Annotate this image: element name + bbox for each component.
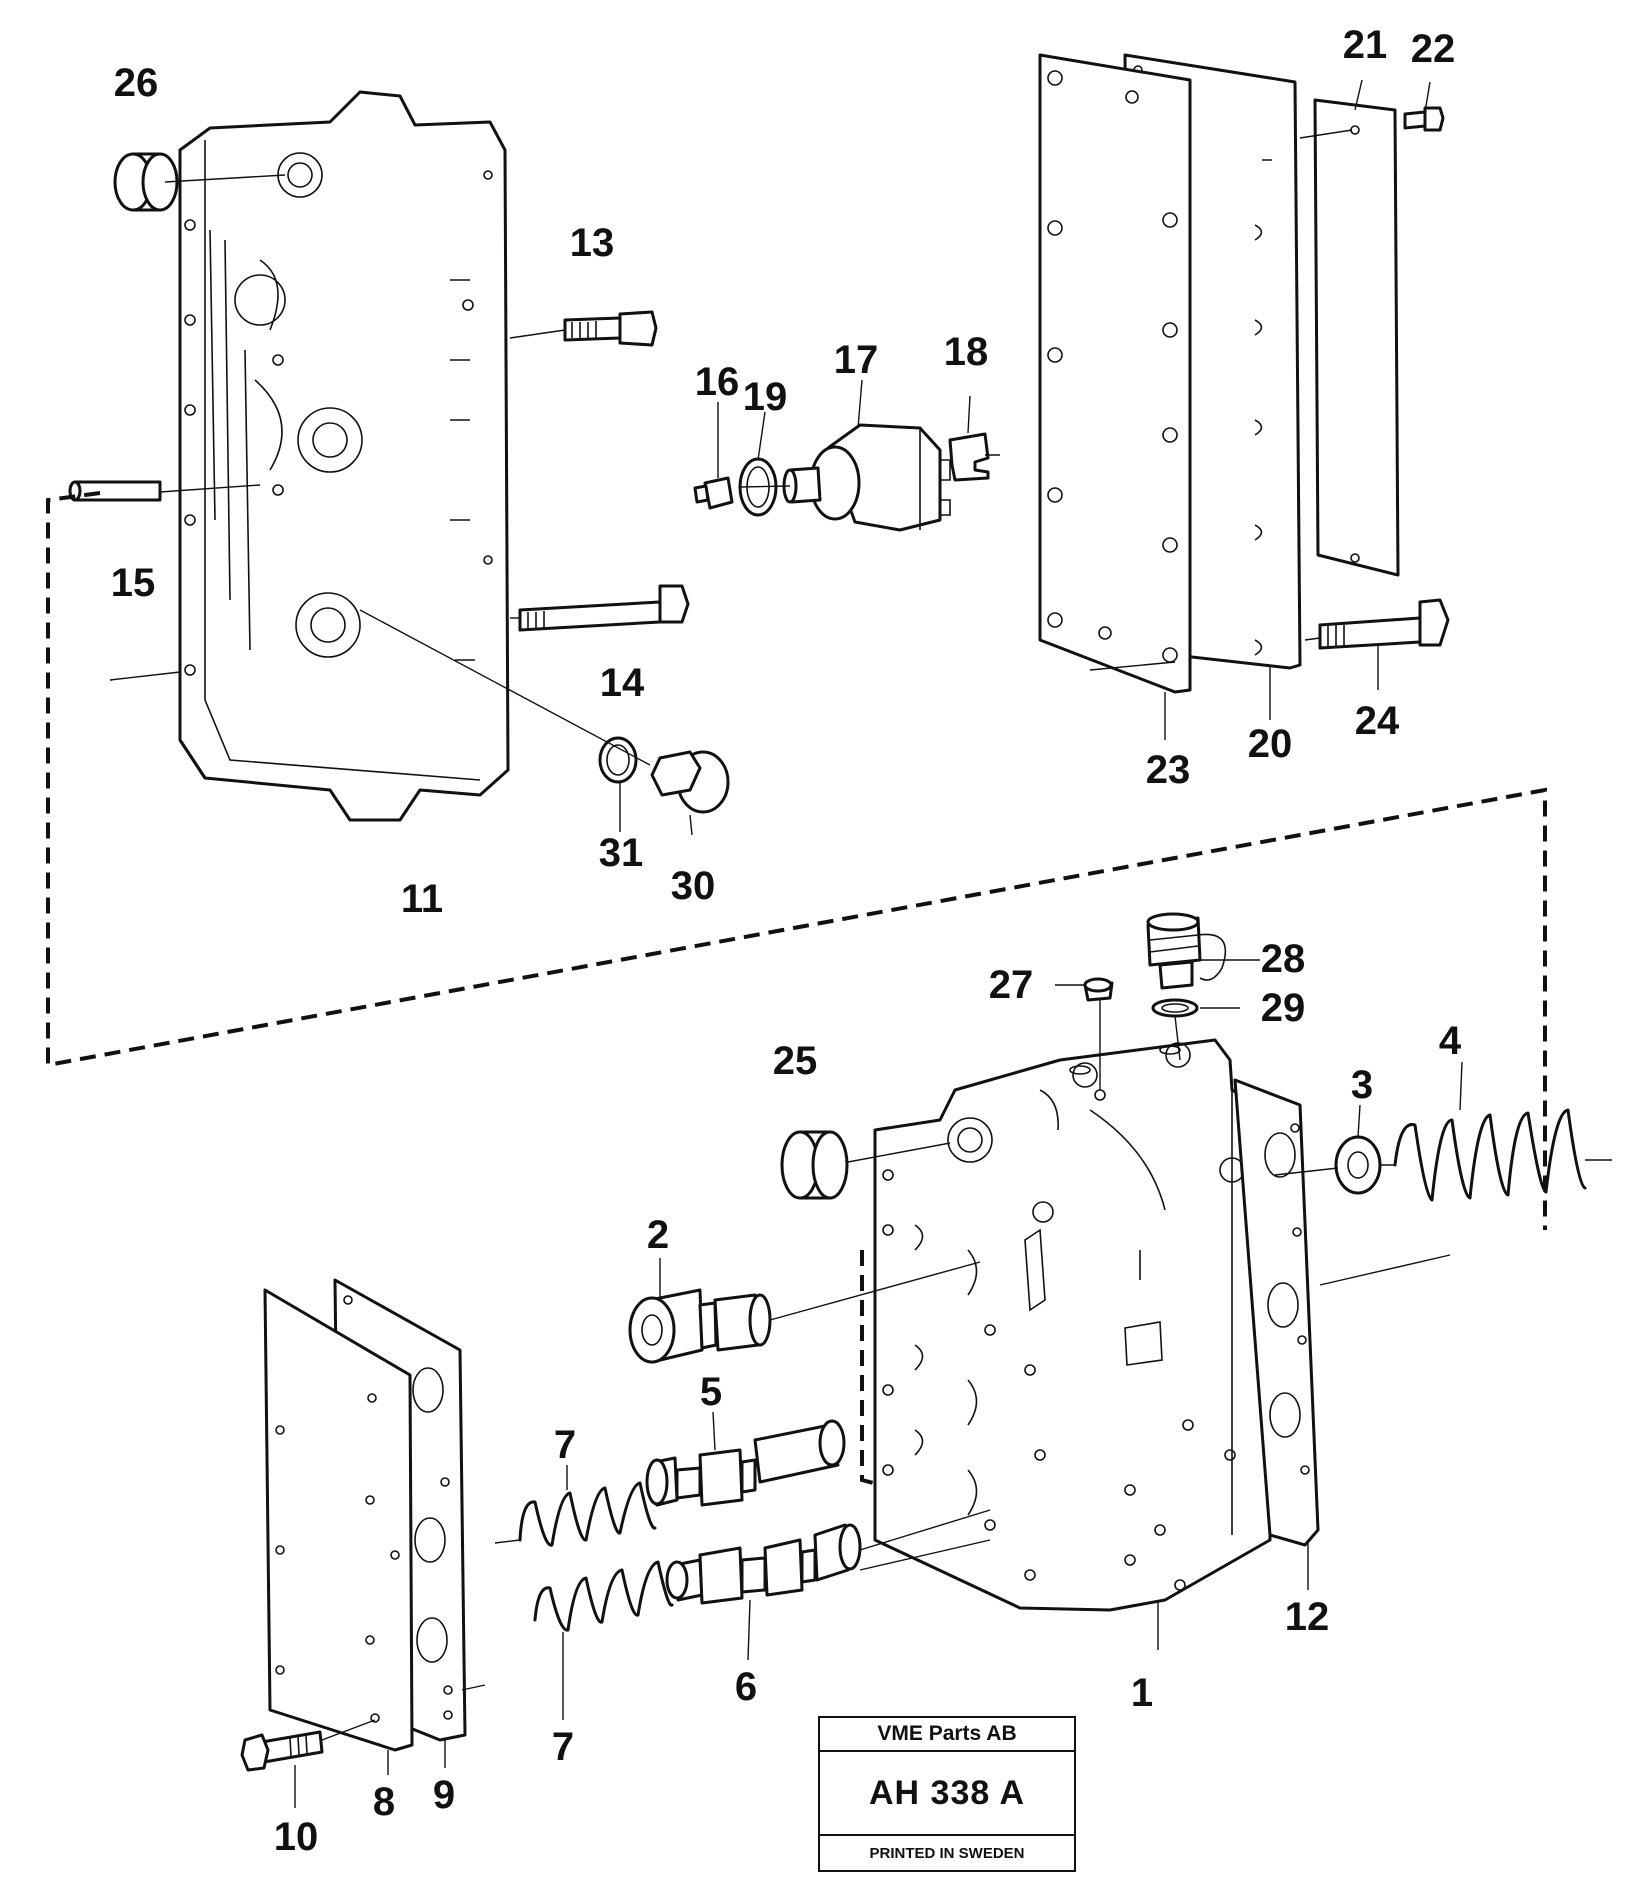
part-23-gasket [1038, 53, 1192, 740]
callout-22: 22 [1411, 27, 1456, 71]
title-plate: VME Parts AB AH 338 A PRINTED IN SWEDEN [818, 1716, 1076, 1872]
part-7-spring-upper [494, 1465, 657, 1547]
callout-7-lower: 7 [552, 1725, 574, 1769]
part-28-sensor [1146, 912, 1260, 990]
part-6-spool [665, 1509, 991, 1661]
plate-code: AH 338 A [820, 1752, 1074, 1836]
part-8-cover [263, 1288, 414, 1775]
part-14-bolt [510, 584, 690, 632]
callout-3: 3 [1351, 1063, 1373, 1107]
callout-4: 4 [1439, 1019, 1462, 1063]
callout-13: 13 [570, 221, 615, 265]
callout-14: 14 [600, 661, 645, 705]
part-17-solenoid-valve [739, 379, 951, 532]
callout-26: 26 [114, 61, 159, 105]
callout-labels: 1 2 3 4 5 6 7 7 8 9 10 11 12 13 14 15 16… [111, 23, 1462, 1859]
part-16-nipple [693, 402, 734, 510]
callout-28: 28 [1261, 937, 1306, 981]
part-31-o-ring [359, 609, 651, 832]
callout-16: 16 [695, 360, 740, 404]
callout-8: 8 [373, 1780, 395, 1824]
part-4-spring [1380, 1061, 1612, 1202]
part-5-spool [645, 1411, 846, 1507]
callout-7-upper: 7 [554, 1423, 576, 1467]
part-13-bolt [509, 310, 658, 347]
assembly-dashed-line [46, 491, 1547, 1230]
callout-29: 29 [1261, 986, 1306, 1030]
callout-12: 12 [1285, 1595, 1330, 1639]
callout-5: 5 [700, 1370, 722, 1414]
plate-company: VME Parts AB [820, 1718, 1074, 1752]
part-1-valve-body [873, 1038, 1272, 1650]
callout-31: 31 [599, 831, 644, 875]
part-22-screw [1403, 81, 1445, 132]
callout-19: 19 [743, 375, 788, 419]
callout-2: 2 [647, 1213, 669, 1257]
part-27-plug [1055, 977, 1114, 1090]
part-18-clip [948, 395, 1000, 482]
callout-11: 11 [401, 877, 443, 921]
callout-17: 17 [834, 338, 879, 382]
callout-23: 23 [1146, 748, 1191, 792]
part-21-cover-strip [1299, 79, 1400, 577]
callout-24: 24 [1355, 699, 1400, 743]
part-25-plug [780, 1130, 951, 1200]
callout-20: 20 [1248, 722, 1293, 766]
callout-6: 6 [735, 1665, 757, 1709]
part-19-o-ring [738, 411, 778, 517]
part-24-bolt [1304, 598, 1450, 690]
callout-30: 30 [671, 864, 716, 908]
part-12-separator-plate [1233, 1078, 1451, 1590]
plate-footer: PRINTED IN SWEDEN [869, 1844, 1025, 1862]
callout-21: 21 [1343, 23, 1388, 67]
part-2-piston [628, 1258, 981, 1364]
part-10-bolt [240, 1719, 376, 1808]
callout-9: 9 [433, 1773, 455, 1817]
callout-25: 25 [773, 1039, 818, 1083]
part-29-o-ring [1151, 998, 1240, 1061]
callout-27: 27 [989, 963, 1034, 1007]
callout-10: 10 [274, 1815, 319, 1859]
part-7-spring-lower [533, 1560, 674, 1720]
part-11-valve-body [178, 90, 510, 822]
callout-15: 15 [111, 561, 156, 605]
part-26-plug [113, 152, 286, 212]
callout-18: 18 [944, 330, 989, 374]
part-30-plug [650, 750, 730, 836]
callout-1: 1 [1131, 1671, 1153, 1715]
